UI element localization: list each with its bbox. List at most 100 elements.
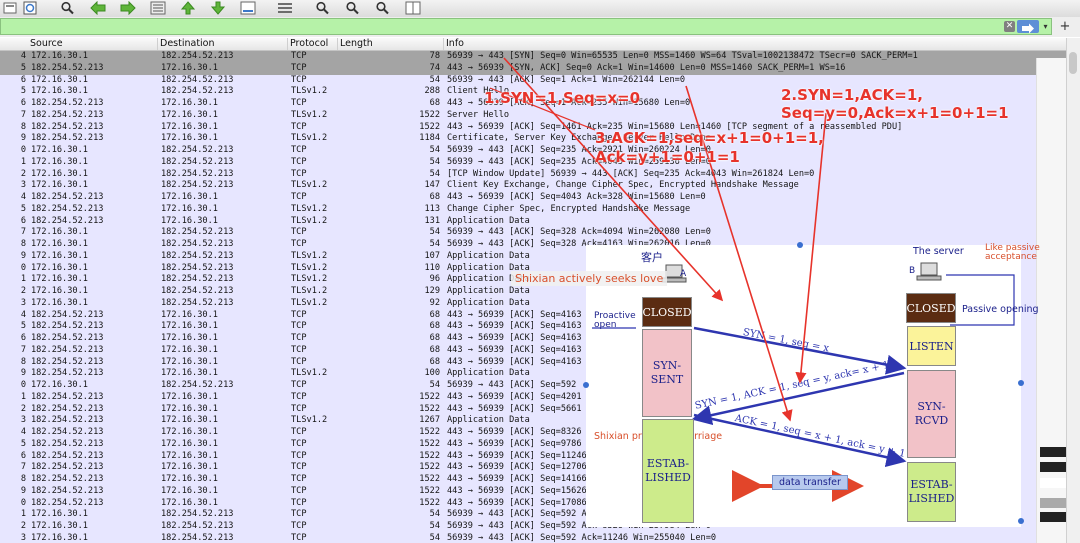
column-protocol[interactable]: Protocol [287,38,328,50]
zoom-normal-icon[interactable] [375,1,391,15]
scrollbar-thumb[interactable] [1069,52,1077,74]
protocol-cell: TCP [291,532,307,543]
annotation-step3-line1: 3.ACK=1,seq=x+1=0+1=1, [595,129,824,147]
protocol-cell: TCP [291,521,307,531]
display-filter-input[interactable] [0,18,1052,35]
protocol-cell: TCP [291,121,307,132]
resize-handle[interactable] [1018,518,1024,524]
resize-handle[interactable] [583,382,589,388]
source-cell: 182.254.52.213 [31,391,104,402]
syn-sent-label-2: SENT [650,373,684,386]
data-transfer-label: data transfer [772,475,848,490]
packet-number-cell: 4 [20,51,26,61]
zoom-out-icon[interactable] [345,1,361,15]
packet-number-cell: 9 [20,133,26,144]
column-info[interactable]: Info [443,38,464,50]
ack-message-arrow [693,413,907,468]
add-filter-button[interactable]: + [1059,19,1071,34]
resize-handle[interactable] [1018,380,1024,386]
packet-number-cell: 3 [20,415,26,426]
length-cell: 54 [429,145,440,155]
resize-handle[interactable] [797,242,803,248]
column-source[interactable]: Source [30,38,63,49]
source-cell: 172.16.30.1 [31,521,88,531]
source-cell: 182.254.52.213 [31,450,104,461]
server-closed-state: CLOSED [906,293,956,323]
colorize-icon[interactable] [277,1,293,15]
column-length[interactable]: Length [337,38,373,50]
destination-cell: 182.254.52.213 [161,262,234,273]
vertical-scrollbar[interactable] [1066,38,1080,543]
go-last-icon[interactable] [210,1,226,15]
resize-columns-icon[interactable] [405,1,421,15]
column-destination[interactable]: Destination [157,38,215,50]
protocol-cell: TCP [291,62,307,73]
tcp-handshake-diagram[interactable]: 客户 A The server B Like passive acceptanc… [511,242,1040,527]
destination-cell: 172.16.30.1 [161,474,218,484]
packet-number-cell: 5 [20,62,26,73]
length-cell: 68 [429,356,440,367]
packet-number-cell: 1 [20,274,26,285]
apply-filter-button[interactable] [1017,20,1039,34]
protocol-cell: TCP [291,509,307,520]
length-cell: 68 [429,333,440,343]
zoom-in-icon[interactable] [315,1,331,15]
go-first-icon[interactable] [180,1,196,15]
go-back-icon[interactable] [90,1,106,15]
go-to-packet-icon[interactable] [150,1,166,15]
protocol-cell: TLSv1.2 [291,133,328,144]
go-forward-icon[interactable] [120,1,136,15]
protocol-cell: TCP [291,356,307,367]
clear-filter-icon[interactable]: ✕ [1004,21,1015,32]
reload-icon[interactable] [22,1,38,15]
source-cell: 182.254.52.213 [31,497,104,508]
filter-history-dropdown[interactable]: ▾ [1043,22,1048,31]
info-cell: Application Data [447,215,530,226]
protocol-cell: TCP [291,380,307,390]
open-icon[interactable] [2,1,18,15]
annotation-step2-line2: Seq=y=0,Ack=x+1=0+1=1 [781,104,1009,122]
length-cell: 1267 [419,415,440,426]
length-cell: 92 [429,297,440,308]
server-label: The server [913,246,964,257]
source-cell: 172.16.30.1 [31,180,88,191]
protocol-cell: TCP [291,462,307,473]
find-icon[interactable] [60,1,76,15]
packet-number-cell: 0 [20,145,26,155]
autoscroll-icon[interactable] [240,1,256,15]
length-cell: 74 [429,62,440,73]
